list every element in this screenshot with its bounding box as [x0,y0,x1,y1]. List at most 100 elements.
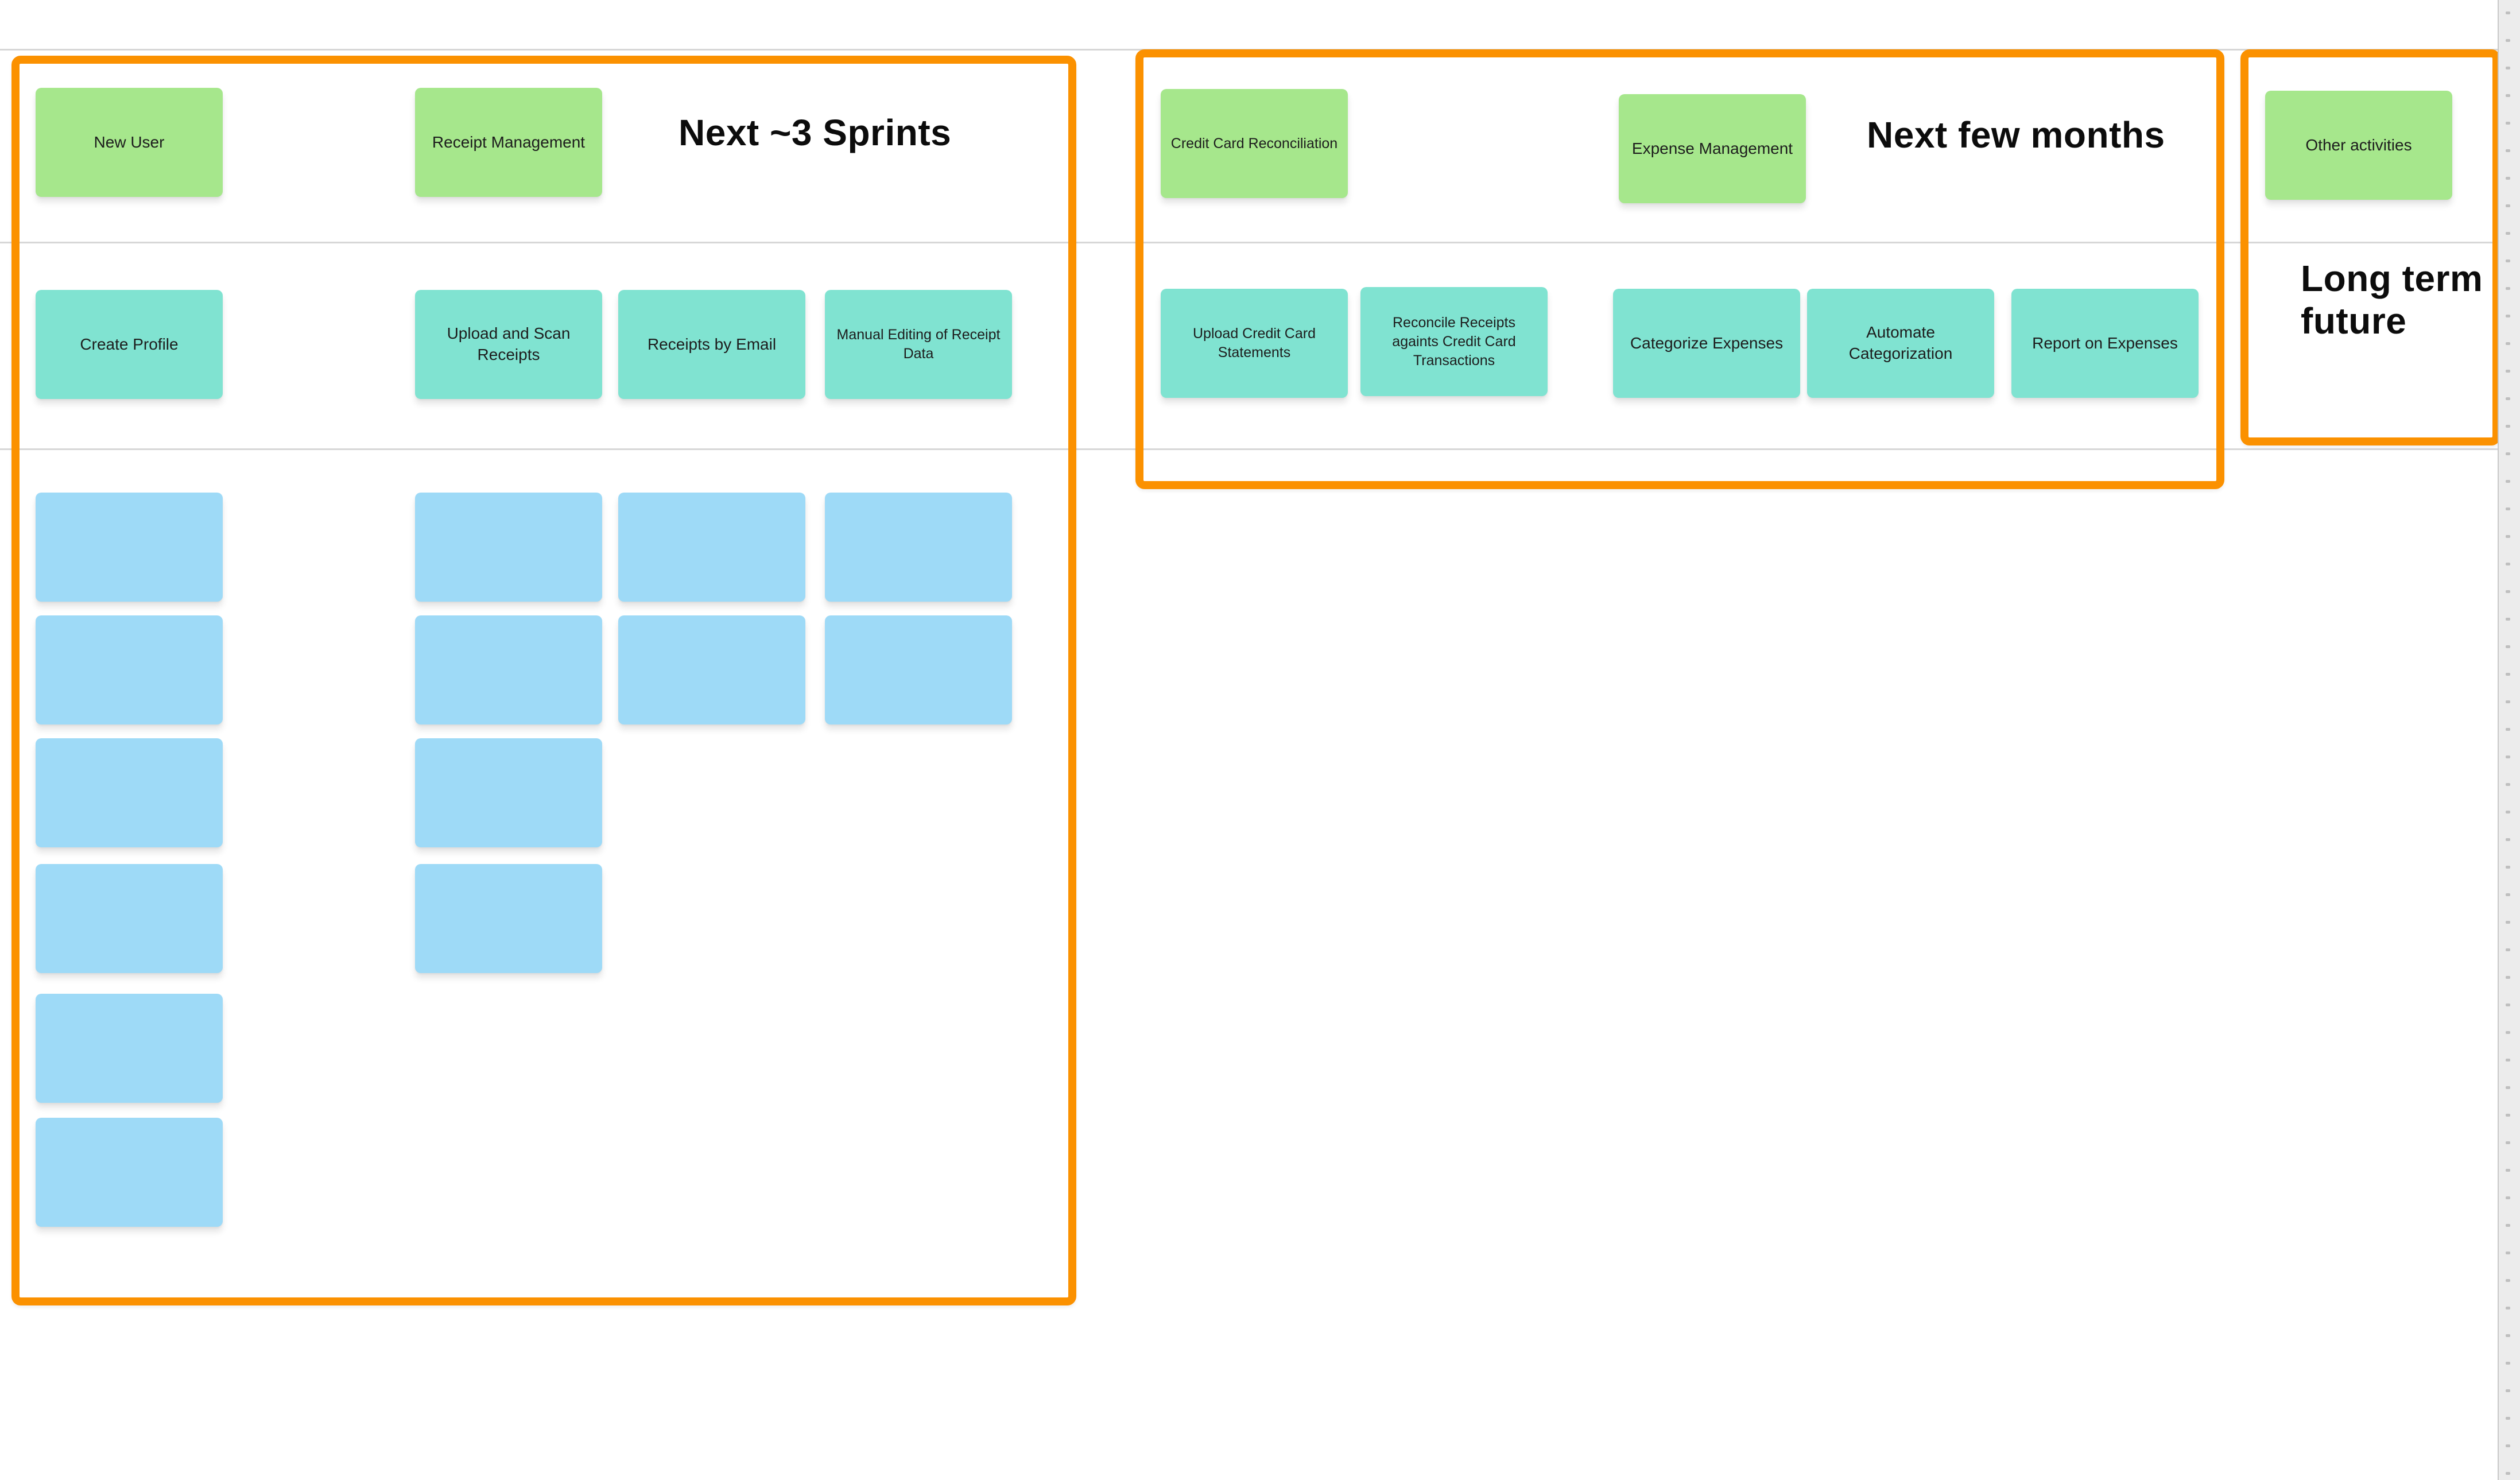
sticky-label: Upload and Scan Receipts [447,324,571,363]
sticky-note-new-user[interactable]: New User [36,88,223,197]
canvas-grid-dot [2506,866,2510,869]
sticky-note-blank[interactable] [36,493,223,602]
sticky-note-blank[interactable] [415,738,602,847]
sticky-note-blank[interactable] [36,1118,223,1227]
canvas-grid-dot [2506,1114,2510,1117]
canvas-grid-dot [2506,1031,2510,1034]
canvas-grid-dot [2506,563,2510,565]
sticky-note-blank[interactable] [618,493,805,602]
canvas-edge-strip [2498,0,2520,1480]
sticky-note-blank[interactable] [36,615,223,724]
section-title-next-3-sprints[interactable]: Next ~3 Sprints [679,112,952,153]
canvas-grid-dot [2506,838,2510,841]
canvas-grid-dot [2506,1196,2510,1199]
sticky-note-blank[interactable] [415,493,602,602]
canvas-grid-dot [2506,287,2510,290]
canvas-grid-dot [2506,1472,2510,1475]
canvas-grid-dot [2506,39,2510,42]
canvas-grid-dot [2506,1444,2510,1447]
frame-next-few-months[interactable] [1135,49,2224,489]
canvas-grid-dot [2506,370,2510,373]
canvas-grid-dot [2506,1362,2510,1365]
canvas-grid-dot [2506,976,2510,979]
sticky-note-reconcile-receipts-againts-credit-card-transactions[interactable]: Reconcile Receipts againts Credit Card T… [1360,287,1548,396]
sticky-label: Receipts by Email [647,335,777,353]
canvas-grid-dot [2506,618,2510,621]
canvas-grid-dot [2506,728,2510,731]
canvas-grid-dot [2506,948,2510,951]
sticky-label: Automate Categorization [1848,323,1953,362]
sticky-note-create-profile[interactable]: Create Profile [36,290,223,399]
sticky-note-blank[interactable] [825,493,1012,602]
canvas-grid-dot [2506,11,2510,14]
sticky-label: Reconcile Receipts againts Credit Card T… [1392,314,1516,369]
canvas-grid-dot [2506,1389,2510,1392]
canvas-grid-dot [2506,204,2510,207]
canvas-grid-dot [2506,425,2510,428]
canvas-grid-dot [2506,177,2510,180]
sticky-note-blank[interactable] [415,864,602,973]
canvas-grid-dot [2506,149,2510,152]
canvas-grid-dot [2506,259,2510,262]
sticky-note-credit-card-reconciliation[interactable]: Credit Card Reconciliation [1161,89,1348,198]
canvas-grid-dot [2506,700,2510,703]
canvas-grid-dot [2506,122,2510,125]
sticky-note-receipts-by-email[interactable]: Receipts by Email [618,290,805,399]
canvas-grid-dot [2506,1169,2510,1172]
sticky-note-manual-editing-of-receipt-data[interactable]: Manual Editing of Receipt Data [825,290,1012,399]
canvas-grid-dot [2506,94,2510,97]
canvas-grid-dot [2506,1224,2510,1227]
sticky-label: Categorize Expenses [1630,334,1784,352]
canvas-grid-dot [2506,1307,2510,1309]
sticky-note-blank[interactable] [415,615,602,724]
canvas-grid-dot [2506,67,2510,69]
section-title-next-few-months[interactable]: Next few months [1867,114,2165,156]
frame-next-3-sprints[interactable] [11,56,1076,1305]
sticky-label: Report on Expenses [2032,334,2178,352]
sticky-note-categorize-expenses[interactable]: Categorize Expenses [1613,289,1800,398]
sticky-note-expense-management[interactable]: Expense Management [1619,94,1806,203]
lane-divider-line [0,448,2520,450]
canvas-grid-dot [2506,1141,2510,1144]
canvas-grid-dot [2506,893,2510,896]
sticky-note-blank[interactable] [36,738,223,847]
canvas-grid-dot [2506,645,2510,648]
canvas-grid-dot [2506,342,2510,345]
sticky-label: Manual Editing of Receipt Data [836,327,1001,362]
sticky-label: Other activities [2305,135,2412,154]
canvas-grid-dot [2506,811,2510,813]
lane-divider-line [0,242,2520,243]
sticky-note-upload-and-scan-receipts[interactable]: Upload and Scan Receipts [415,290,602,399]
canvas-grid-dot [2506,397,2510,400]
sticky-note-upload-credit-card-statements[interactable]: Upload Credit Card Statements [1161,289,1348,398]
canvas-grid-dot [2506,1279,2510,1282]
canvas-grid-dot [2506,756,2510,758]
sticky-note-blank[interactable] [36,864,223,973]
section-title-long-term-future[interactable]: Long term future [2301,258,2483,342]
canvas-grid-dot [2506,452,2510,455]
sticky-note-report-on-expenses[interactable]: Report on Expenses [2011,289,2199,398]
canvas-grid-dot [2506,315,2510,317]
canvas-grid-dot [2506,1086,2510,1089]
sticky-label: Expense Management [1631,139,1793,157]
canvas-grid-dot [2506,507,2510,510]
canvas-grid-dot [2506,232,2510,235]
canvas-grid-dot [2506,673,2510,676]
sticky-note-other-activities[interactable]: Other activities [2265,91,2452,200]
sticky-note-receipt-management[interactable]: Receipt Management [415,88,602,197]
sticky-note-blank[interactable] [825,615,1012,724]
canvas-grid-dot [2506,1334,2510,1337]
sticky-label: Upload Credit Card Statements [1193,326,1316,361]
sticky-note-blank[interactable] [36,994,223,1103]
canvas-grid-dot [2506,535,2510,538]
sticky-label: Credit Card Reconciliation [1170,135,1338,152]
sticky-label: Create Profile [80,335,179,353]
canvas-grid-dot [2506,921,2510,924]
canvas-grid-dot [2506,480,2510,483]
sticky-note-blank[interactable] [618,615,805,724]
canvas-grid-dot [2506,1059,2510,1061]
canvas-grid-dot [2506,1004,2510,1006]
sticky-note-automate-categorization[interactable]: Automate Categorization [1807,289,1994,398]
canvas-grid-dot [2506,1417,2510,1420]
